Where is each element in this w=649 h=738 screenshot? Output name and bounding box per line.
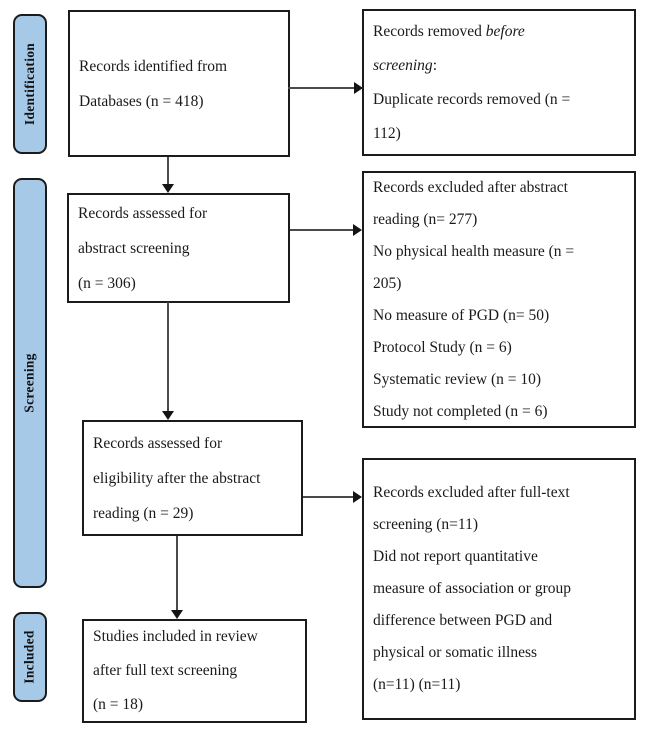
arrow-shaft <box>290 229 353 231</box>
arrow-shaft <box>167 157 169 184</box>
arrowhead-right-icon <box>353 491 362 503</box>
text-line: Did not report quantitative <box>373 548 538 565</box>
text-segment-italic: before <box>485 22 525 40</box>
text-line: Records excluded after abstract <box>373 178 568 196</box>
box-records-assessed-abstract-screening: Records assessed for abstract screening (n… <box>67 193 290 303</box>
box-studies-included-review: Studies included in review after full tex… <box>82 619 307 723</box>
text-line: Systematic review (n = 10) <box>373 370 542 388</box>
text-line: Records removed before <box>373 15 628 49</box>
arrow-eligibility-to-excluded-fulltext <box>303 490 362 504</box>
arrow-shaft <box>288 87 354 89</box>
arrowhead-down-icon <box>171 610 183 619</box>
text-line: (n = 18) <box>93 696 144 713</box>
stage-label-identification: Identification <box>13 14 47 154</box>
text-segment: : <box>432 56 437 74</box>
text-line: 205) <box>373 274 402 292</box>
text-line: Studies included in review <box>93 628 258 645</box>
text-line: reading (n= 277) <box>373 210 478 228</box>
box-records-excluded-fulltext: Records excluded after full-text screenin… <box>362 458 636 720</box>
stage-label-text: Identification <box>22 42 38 126</box>
text-line: reading (n = 29) <box>93 504 194 522</box>
arrow-identified-to-removed <box>288 81 363 95</box>
text-line: Records identified from <box>79 57 228 75</box>
stage-label-text: Included <box>22 630 38 684</box>
arrowhead-down-icon <box>162 184 174 193</box>
text-line: screening (n=11) <box>373 516 479 533</box>
text-line: No physical health measure (n = <box>373 242 575 260</box>
text-line: (n = 306) <box>78 274 136 292</box>
text-line: after full text screening <box>93 662 238 679</box>
stage-label-text: Screening <box>22 353 38 413</box>
text-segment-italic: screening <box>373 56 433 74</box>
text-line: abstract screening <box>78 239 190 257</box>
box-records-excluded-after-abstract: Records excluded after abstract reading (… <box>362 171 636 428</box>
arrow-shaft <box>303 496 353 498</box>
text-line: (n=11) (n=11) <box>373 676 461 693</box>
text-line: physical or somatic illness <box>373 644 538 661</box>
arrowhead-right-icon <box>353 224 362 236</box>
text-line: measure of association or group <box>373 580 571 597</box>
text-line: 112) <box>373 124 401 142</box>
arrowhead-right-icon <box>354 82 363 94</box>
text-line: Protocol Study (n = 6) <box>373 338 512 356</box>
box-records-assessed-eligibility: Records assessed for eligibility after th… <box>82 420 303 536</box>
stage-label-screening: Screening <box>13 178 47 588</box>
text-line: Study not completed (n = 6) <box>373 402 548 420</box>
text-line: No measure of PGD (n= 50) <box>373 306 550 324</box>
text-line: Duplicate records removed (n = <box>373 90 571 108</box>
text-segment: Records removed <box>373 22 486 40</box>
arrow-shaft <box>176 536 178 610</box>
text-line: Records assessed for <box>93 434 223 452</box>
text-line: Records assessed for <box>78 204 208 222</box>
arrow-abstract-to-eligibility <box>161 302 175 420</box>
text-line: Databases (n = 418) <box>79 92 204 110</box>
box-records-removed-before-screening: Records removed before screening: Duplic… <box>362 9 636 156</box>
arrow-shaft <box>167 302 169 411</box>
arrow-identified-to-abstract <box>161 157 175 193</box>
arrowhead-down-icon <box>162 411 174 420</box>
arrow-abstract-to-excluded <box>290 223 362 237</box>
text-line: difference between PGD and <box>373 612 553 629</box>
arrow-eligibility-to-included <box>170 536 184 619</box>
stage-label-included: Included <box>13 612 47 702</box>
text-line: eligibility after the abstract <box>93 469 261 487</box>
text-line: Records excluded after full-text <box>373 484 570 501</box>
text-line: screening: <box>373 49 628 83</box>
